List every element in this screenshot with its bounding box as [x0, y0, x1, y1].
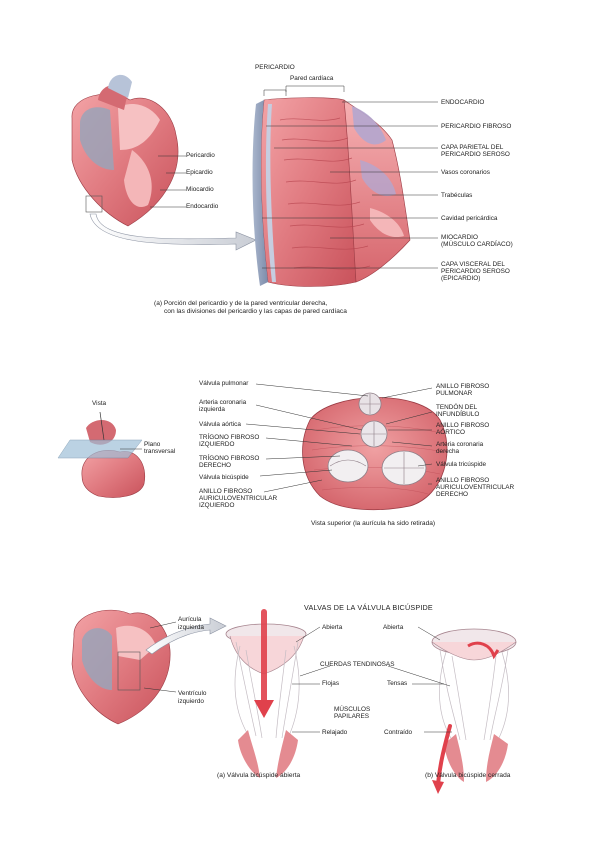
label-valvula-aortica: Válvula aórtica — [199, 421, 241, 428]
label-auricula-1: Aurícula — [178, 616, 201, 623]
caption-panel3-b: (b) Válvula bicúspide cerrada — [425, 772, 510, 780]
panel3-valve-closed — [432, 629, 516, 794]
label-pericardio-top: PERICARDIO — [255, 64, 295, 71]
label-abierta-left: Abierta — [322, 624, 342, 631]
label-anillo-pulmonar-2: PULMONAR — [436, 390, 472, 397]
label-transversal: transversal — [144, 448, 175, 455]
panel1-wall-section — [253, 86, 438, 287]
label-cavidad-pericardica: Cavidad pericárdica — [441, 215, 497, 222]
label-abierta-right: Abierta — [383, 624, 403, 631]
label-epicardio: (EPICARDIO) — [441, 275, 480, 282]
label-anillo-av-der-3: DERECHO — [436, 491, 468, 498]
label-pericardio-fibroso: PERICARDIO FIBROSO — [441, 123, 511, 130]
caption-panel1-line1: (a) Porción del pericardio y de la pared… — [154, 300, 327, 308]
label-musculo-cardiaco: (MÚSCULO CARDÍACO) — [441, 241, 513, 248]
panel3-leader-lines — [292, 627, 452, 732]
label-anillo-aortico-2: AÓRTICO — [436, 429, 465, 436]
label-contraido: Contraído — [384, 729, 412, 736]
label-ventriculo-1: Ventrículo — [178, 690, 206, 697]
panel3-title: VALVAS DE LA VÁLVULA BICÚSPIDE — [304, 603, 433, 612]
label-flojas: Flojas — [322, 680, 339, 687]
label-arteria-coronaria-izq-2: izquierda — [199, 406, 225, 413]
label-valvula-pulmonar: Válvula pulmonar — [199, 380, 248, 387]
label-pericardio-heart: Pericardio — [186, 152, 215, 159]
caption-panel1-line2: con las divisiones del pericardio y las … — [164, 308, 347, 316]
label-miocardio-heart: Miocardio — [186, 186, 214, 193]
label-ventriculo-2: izquierdo — [178, 698, 204, 705]
label-endocardio: ENDOCARDIO — [441, 99, 484, 106]
panel1-heart-section — [72, 75, 186, 226]
label-epicardio-heart: Epicardio — [186, 169, 213, 176]
panel2-small-heart — [58, 412, 145, 498]
label-trigono-der-2: DERECHO — [199, 462, 231, 469]
label-vista: Vista — [92, 400, 106, 407]
label-relajado: Relajado — [322, 729, 347, 736]
label-trabeculas: Trabéculas — [441, 192, 472, 199]
label-valvula-bicuspide: Válvula bicúspide — [199, 474, 249, 481]
panel2-valve-top-view — [303, 393, 447, 510]
label-papilares: PAPILARES — [334, 713, 369, 720]
label-pared-cardiaca: Pared cardíaca — [290, 75, 333, 82]
label-capa-parietal-2: PERICARDIO SEROSO — [441, 151, 510, 158]
caption-panel3-a: (a) Válvula bicúspide abierta — [217, 772, 300, 780]
panel1-arrow — [90, 214, 256, 250]
label-tendon-2: INFUNDÍBULO — [436, 411, 479, 418]
panel3-valve-open — [226, 612, 306, 778]
caption-panel2: Vista superior (la aurícula ha sido reti… — [311, 520, 435, 528]
label-tensas: Tensas — [387, 680, 407, 687]
label-endocardio-heart: Endocardio — [186, 203, 218, 210]
label-vasos-coronarios: Vasos coronarios — [441, 169, 490, 176]
label-anillo-av-izq-3: IZQUIERDO — [199, 502, 235, 509]
label-valvula-tricuspide: Válvula tricúspide — [436, 461, 486, 468]
label-cuerdas-tendinosas: CUERDAS TENDINOSAS — [320, 661, 394, 668]
label-arteria-coronaria-der-2: derecha — [436, 448, 459, 455]
label-trigono-izq-2: IZQUIERDO — [199, 441, 235, 448]
label-auricula-2: izquierda — [178, 624, 204, 631]
